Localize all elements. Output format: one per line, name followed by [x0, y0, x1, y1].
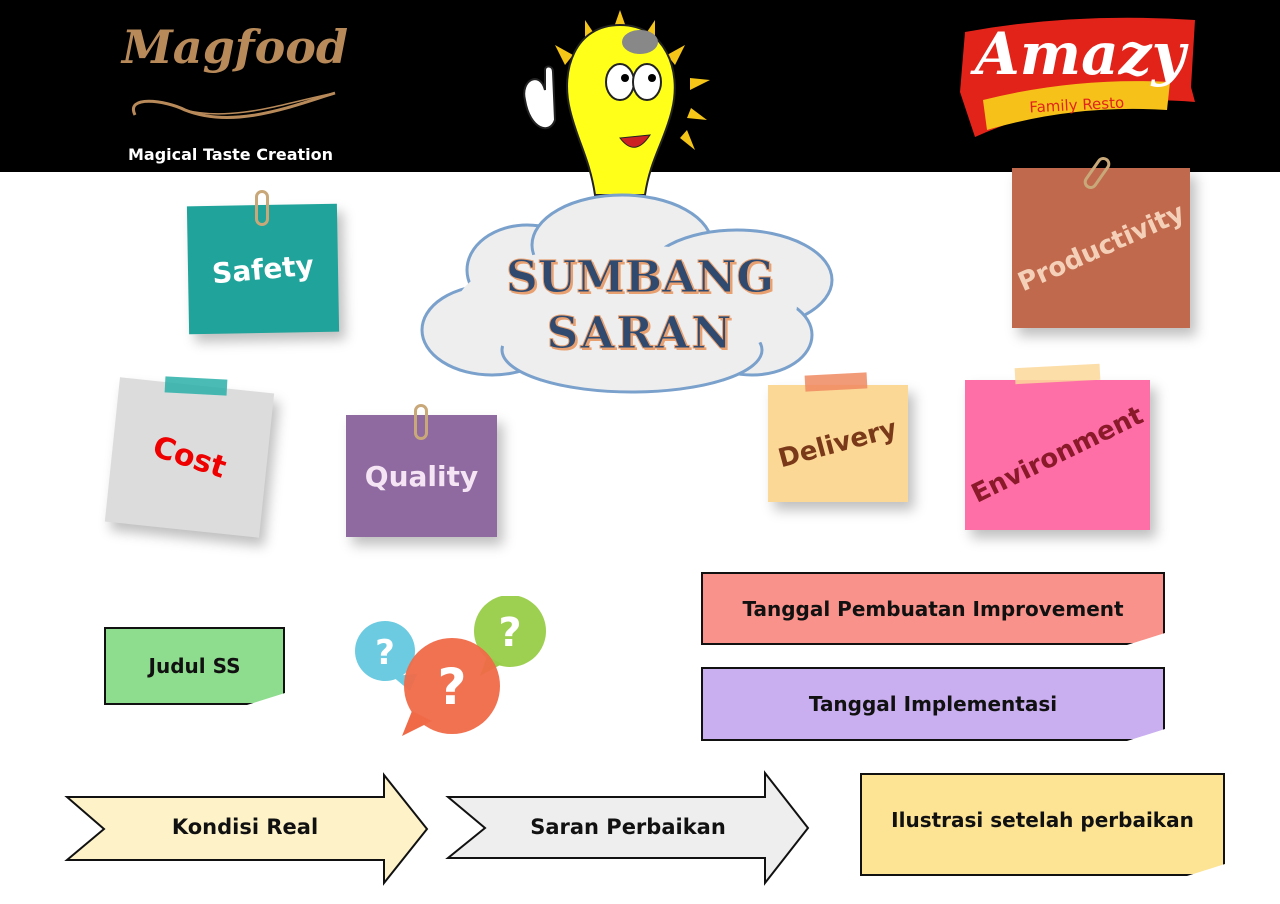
kondisi-real-arrow: [64, 772, 429, 886]
page-title: SUMBANG SARAN: [470, 250, 810, 362]
judul-ss-box: Judul SS: [104, 627, 285, 705]
question-mark: ?: [437, 658, 466, 716]
amazy-logo: Amazy Family Resto: [960, 17, 1195, 137]
note-label: Quality: [364, 459, 479, 493]
tape-icon: [804, 372, 868, 392]
folded-corner: [1187, 864, 1225, 876]
note-label: Safety: [210, 248, 316, 290]
judul-ss-label: Judul SS: [148, 654, 241, 678]
cloud-shape: [420, 193, 834, 394]
question-mark: ?: [375, 633, 395, 673]
folded-corner: [1127, 633, 1165, 645]
note-cost: Cost: [104, 377, 275, 538]
tanggal-implementasi-label: Tanggal Implementasi: [808, 692, 1058, 716]
saran-perbaikan-arrow: [445, 770, 810, 886]
magfood-logo: Magfood: [121, 20, 349, 74]
paperclip-icon: [414, 404, 428, 440]
saran-perbaikan-label: Saran Perbaikan: [530, 815, 726, 839]
question-bubbles-icon: ? ? ?: [355, 596, 546, 736]
amazy-name: Amazy: [970, 20, 1190, 88]
tanggal-pembuatan-box: Tanggal Pembuatan Improvement: [701, 572, 1165, 645]
title-line-1: SUMBANG: [506, 252, 775, 304]
ilustrasi-label: Ilustrasi setelah perbaikan: [891, 808, 1194, 832]
paperclip-icon: [255, 190, 269, 226]
note-label: Productivity: [1013, 197, 1189, 299]
title-line-2: SARAN: [546, 308, 734, 360]
ilustrasi-box: Ilustrasi setelah perbaikan: [860, 773, 1225, 876]
folded-corner: [247, 693, 285, 705]
note-label: Delivery: [775, 413, 901, 474]
kondisi-real-label: Kondisi Real: [171, 815, 319, 839]
question-mark: ?: [498, 610, 521, 656]
note-label: Environment: [966, 400, 1149, 510]
amazy-tagline: Family Resto: [1029, 94, 1125, 117]
lightbulb-mascot-icon: [523, 10, 710, 196]
tanggal-implementasi-box: Tanggal Implementasi: [701, 667, 1165, 741]
note-environment: Environment: [965, 380, 1150, 530]
folded-corner: [1127, 729, 1165, 741]
note-delivery: Delivery: [768, 385, 908, 502]
tape-icon: [164, 376, 228, 396]
note-productivity: Productivity: [1012, 168, 1190, 328]
note-label: Cost: [148, 429, 231, 486]
magfood-tagline: Magical Taste Creation: [127, 145, 334, 164]
tanggal-pembuatan-label: Tanggal Pembuatan Improvement: [742, 596, 1124, 621]
magfood-spoon-icon: [131, 91, 336, 119]
